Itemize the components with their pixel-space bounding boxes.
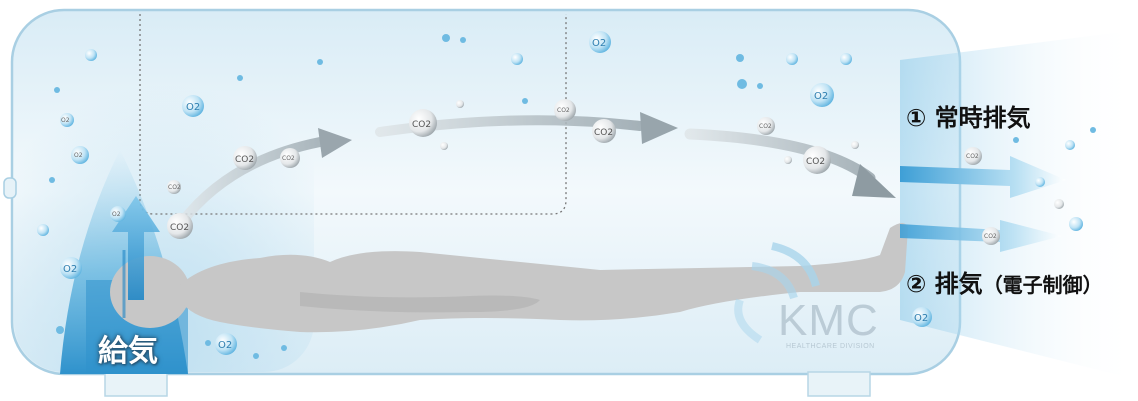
co2-bubble: CO2 <box>167 213 193 239</box>
o2-bubble: O2 <box>60 257 82 279</box>
o2-bubble <box>840 53 852 65</box>
svg-text:O2: O2 <box>61 117 70 124</box>
o2-bubble: O2 <box>589 31 611 53</box>
kmc-logo-subtitle: HEALTHCARE DIVISION <box>786 343 875 350</box>
svg-text:CO2: CO2 <box>759 123 772 130</box>
svg-text:O2: O2 <box>112 211 121 218</box>
co2-bubble: CO2 <box>757 117 775 135</box>
svg-text:O2: O2 <box>63 264 77 275</box>
co2-bubble: CO2 <box>409 109 437 137</box>
svg-text:O2: O2 <box>186 102 200 113</box>
o2-bubble <box>37 224 49 236</box>
svg-text:CO2: CO2 <box>806 157 825 167</box>
co2-bubble <box>851 141 859 149</box>
capsule-feet <box>105 372 870 396</box>
co2-bubble <box>440 142 448 150</box>
o2-bubble <box>511 53 523 65</box>
svg-text:O2: O2 <box>74 152 83 159</box>
exhaust-air-cones <box>900 30 1138 380</box>
co2-bubble: CO2 <box>964 147 982 165</box>
controlled-exhaust-label-note: （電子制御） <box>983 273 1103 297</box>
constant-exhaust-label: ① 常時排気 <box>906 98 1031 133</box>
o2-bubble <box>786 53 798 65</box>
svg-text:CO2: CO2 <box>984 233 997 240</box>
o2-bubble <box>85 49 97 61</box>
controlled-exhaust-label-main: ② 排気 <box>906 270 983 298</box>
o2-bubble: O2 <box>215 333 237 355</box>
co2-bubble: CO2 <box>167 180 181 194</box>
svg-text:O2: O2 <box>218 340 232 351</box>
o2-bubble <box>1069 217 1083 231</box>
svg-text:CO2: CO2 <box>966 153 979 160</box>
svg-text:CO2: CO2 <box>557 107 570 114</box>
intake-label: 給気 <box>98 326 158 370</box>
svg-text:O2: O2 <box>814 91 828 102</box>
co2-bubble: CO2 <box>233 146 257 170</box>
co2-bubble <box>784 156 792 164</box>
co2-bubble: CO2 <box>592 119 616 143</box>
o2-bubble: O2 <box>182 95 204 117</box>
o2-bubble <box>1065 140 1075 150</box>
controlled-exhaust-label: ② 排気（電子制御） <box>906 264 1103 299</box>
svg-text:O2: O2 <box>592 38 606 49</box>
o2-bubble: O2 <box>110 206 126 222</box>
co2-bubble: CO2 <box>803 146 831 174</box>
svg-text:CO2: CO2 <box>235 155 254 165</box>
co2-bubble: CO2 <box>982 227 1000 245</box>
o2-bubble: O2 <box>912 307 932 327</box>
svg-text:CO2: CO2 <box>282 155 295 162</box>
svg-text:CO2: CO2 <box>168 184 181 191</box>
svg-text:CO2: CO2 <box>170 223 189 233</box>
svg-text:CO2: CO2 <box>594 128 613 138</box>
svg-text:O2: O2 <box>914 313 928 324</box>
co2-bubble <box>1054 199 1064 209</box>
kmc-logo-text: KMC <box>778 296 879 346</box>
o2-bubble: O2 <box>810 83 834 107</box>
o2-bubble: O2 <box>60 113 74 127</box>
co2-bubble: CO2 <box>554 99 576 121</box>
o2-bubble: O2 <box>71 146 89 164</box>
co2-bubble: CO2 <box>280 148 300 168</box>
svg-text:CO2: CO2 <box>412 120 431 130</box>
o2-bubble <box>1035 177 1045 187</box>
co2-bubble <box>456 100 464 108</box>
